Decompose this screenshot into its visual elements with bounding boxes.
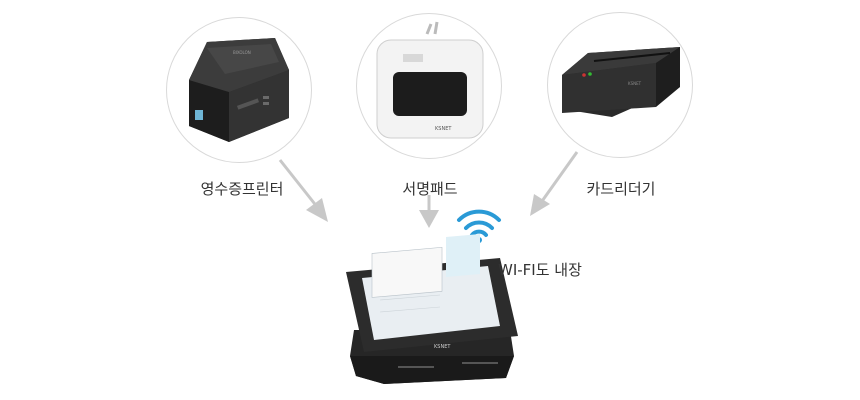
terminal-brand: KSNET: [434, 344, 451, 350]
receipt-printer-circle: BIXOLON: [166, 17, 312, 163]
svg-text:BIXOLON: BIXOLON: [233, 50, 251, 55]
signature-pad-circle: KSNET: [356, 13, 502, 159]
receipt-printer-icon: BIXOLON: [189, 38, 289, 142]
svg-text:KSNET: KSNET: [435, 126, 452, 132]
svg-text:KSNET: KSNET: [628, 81, 642, 86]
arrow-from-signature-pad: [419, 195, 439, 228]
card-reader-circle: KSNET: [547, 12, 693, 158]
signature-pad-icon: KSNET: [376, 21, 484, 139]
signature-pad-label: 서명패드: [402, 180, 458, 198]
wifi-label: WI-FI도 내장: [498, 261, 582, 279]
arrow-from-printer: [278, 159, 328, 222]
card-reader-label: 카드리더기: [586, 180, 656, 198]
pos-terminal-icon: KSNET: [346, 234, 518, 384]
wifi-icon: [457, 209, 501, 243]
receipt-printer-label: 영수증프린터: [200, 180, 284, 198]
arrow-from-card-reader: [530, 151, 579, 216]
card-reader-icon: KSNET: [562, 47, 680, 117]
